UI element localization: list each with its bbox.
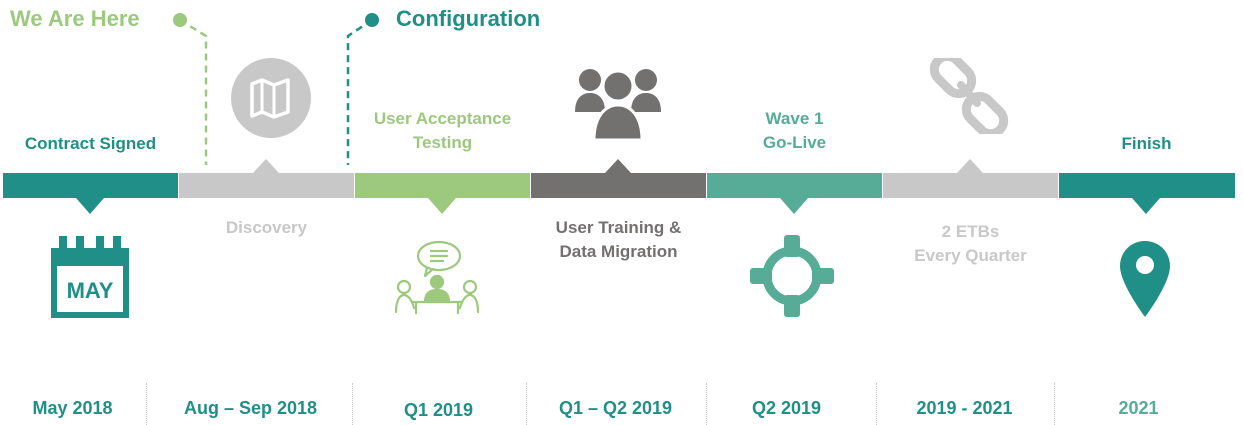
date-separator [1054,383,1055,425]
stage-label-line: Data Migration [559,242,678,261]
timeline-segment-7 [1059,173,1235,198]
timeline-segment-4 [531,173,706,198]
stage-label-contract-signed: Contract Signed [3,132,178,156]
crosshair-icon [750,235,834,317]
pointer-3 [428,198,456,214]
date-q1-2019: Q1 2019 [403,400,474,420]
stage-label-discovery: Discovery [179,216,354,240]
marker-connectors [173,13,379,165]
stage-label-line: User Acceptance [373,109,512,128]
configuration-connector [346,18,373,165]
timeline-segment-6 [883,173,1058,198]
stage-label-line: Every Quarter [914,246,1027,265]
stage-label-line: Go-Live [762,133,827,152]
date-separator [876,383,877,425]
stage-label-finish: Finish [1059,132,1234,156]
we-are-here-connector [179,18,208,165]
date-separator [526,383,527,425]
pointer-1 [76,198,104,214]
stage-label-user-acceptance-testing: User Acceptance Testing [355,107,530,155]
map-icon [230,57,312,139]
we-are-here-label: We Are Here [10,6,140,31]
date-separator [146,383,147,425]
group-icon [574,60,662,142]
stage-label-line: Wave 1 [765,109,824,128]
location-pin-icon [1119,240,1171,318]
timeline-segment-1 [3,173,178,198]
meeting-icon [394,238,480,316]
date-aug-sep-2018: Aug – Sep 2018 [183,398,318,418]
date-2021: 2021 [1118,398,1159,418]
stage-label-line: User Training & [555,218,682,237]
pointer-4 [605,159,631,173]
date-may-2018: May 2018 [32,398,113,418]
date-separator [352,383,353,425]
stage-label-etbs: 2 ETBs Every Quarter [883,220,1058,268]
pointer-7 [1132,198,1160,214]
date-2019-2021: 2019 - 2021 [916,398,1013,418]
stage-label-user-training: User Training & Data Migration [531,216,706,264]
stage-label-wave-1-go-live: Wave 1 Go-Live [707,107,882,155]
pointer-2 [253,159,279,173]
stage-label-line: Testing [412,133,473,152]
configuration-label: Configuration [396,6,541,31]
date-q2-2019: Q2 2019 [751,398,822,418]
pointer-5 [780,198,808,214]
chain-link-icon [928,51,1012,139]
timeline-segment-3 [355,173,530,198]
date-separator [706,383,707,425]
timeline-segment-5 [707,173,882,198]
stage-label-line: 2 ETBs [941,222,1000,241]
stage-label-line: Discovery [225,218,308,237]
pointer-6 [957,159,983,173]
stage-label-line: Finish [1121,134,1172,153]
calendar-month-text: MAY [67,278,114,303]
stage-label-line: Contract Signed [24,134,157,153]
timeline-segment-2 [179,173,354,198]
calendar-icon: MAY [51,236,129,318]
date-q1-q2-2019: Q1 – Q2 2019 [558,398,673,418]
